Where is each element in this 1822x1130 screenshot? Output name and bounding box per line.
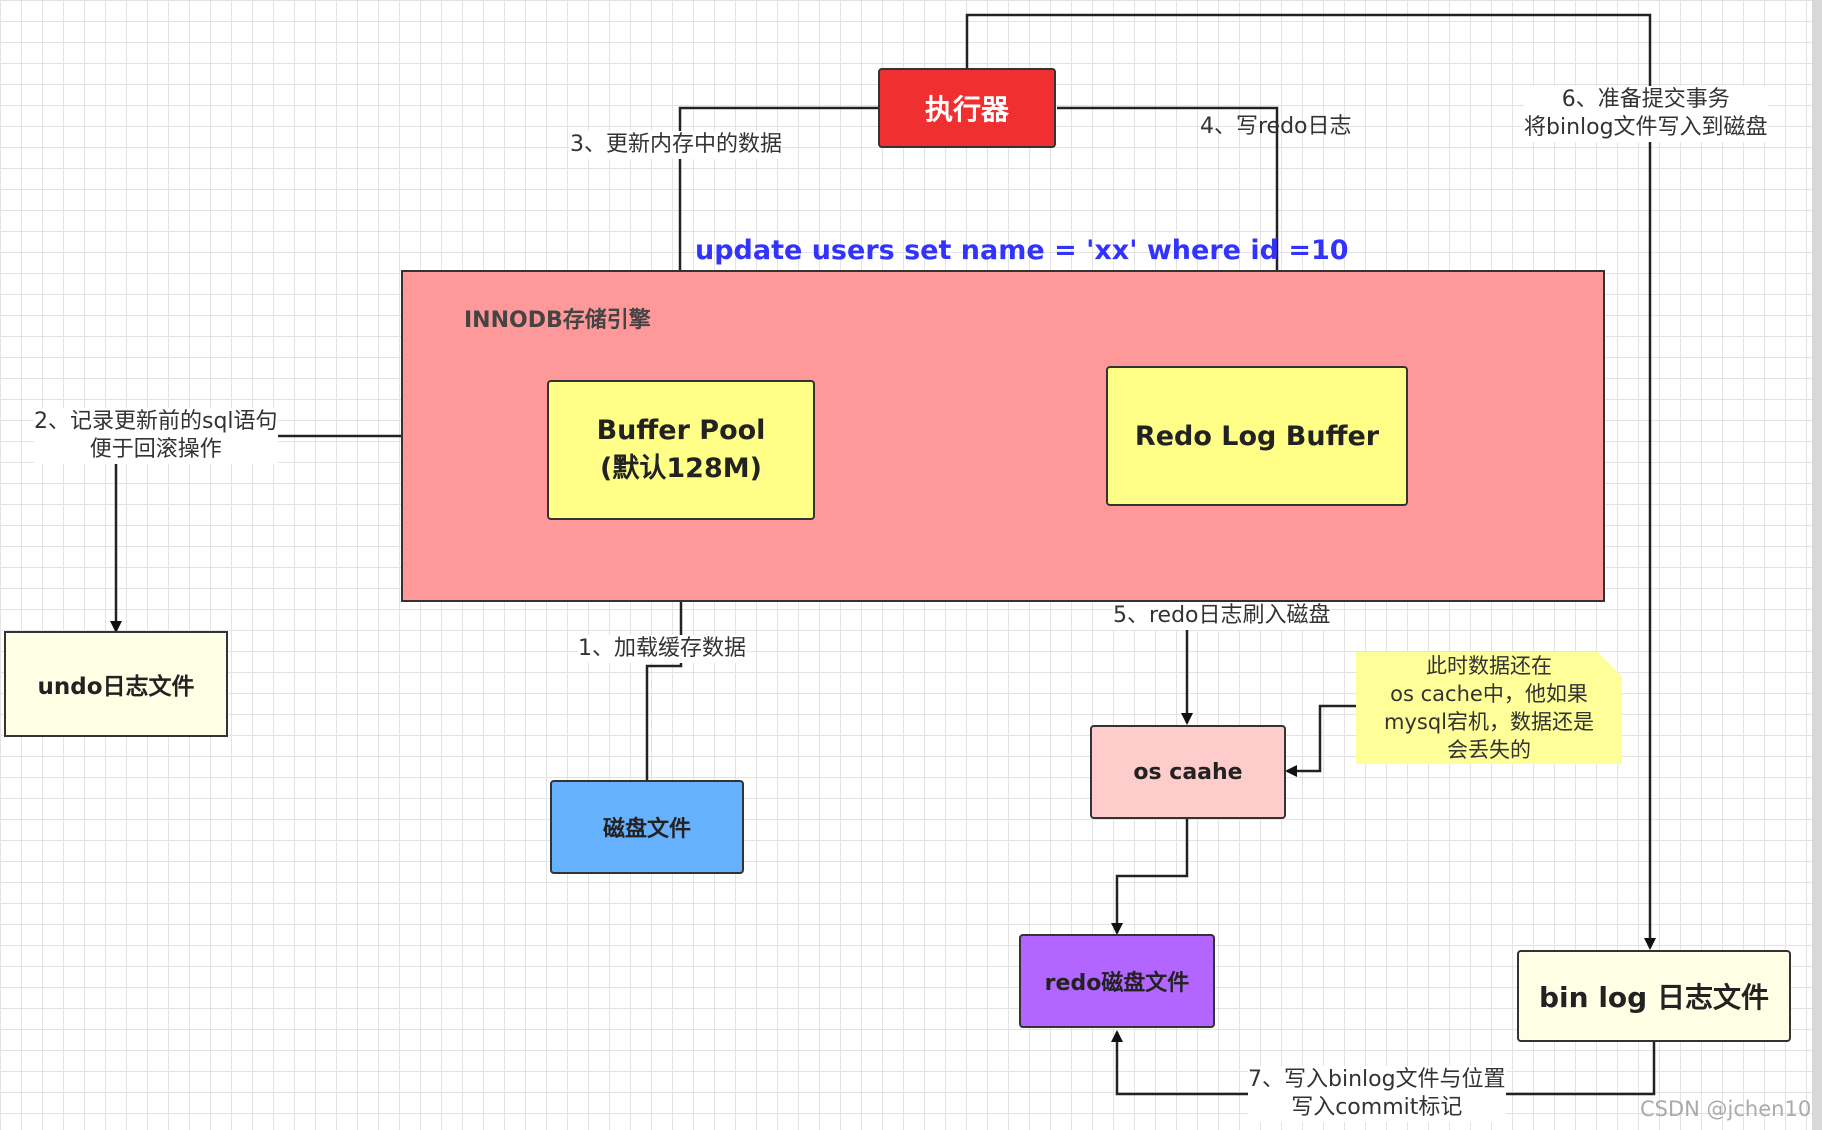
- edge-note: [1285, 704, 1356, 777]
- step3-label: 3、更新内存中的数据: [570, 131, 782, 159]
- note-line-2: os cache中，他如果: [1390, 682, 1588, 706]
- buffer-pool-line1: Buffer Pool: [596, 415, 766, 446]
- binlog-file-label: bin log 日志文件: [1539, 981, 1769, 1014]
- note-line-4: 会丢失的: [1447, 738, 1531, 762]
- binlog-file-node: bin log 日志文件: [1517, 950, 1791, 1042]
- undo-file-label: undo日志文件: [37, 674, 195, 700]
- note-line-3: mysql宕机，数据还是: [1384, 710, 1594, 734]
- step7-line1: 7、写入binlog文件与位置: [1248, 1067, 1506, 1092]
- step2-line1: 2、记录更新前的sql语句: [34, 409, 278, 434]
- undo-file-node: undo日志文件: [4, 631, 228, 737]
- step6-line1: 6、准备提交事务: [1561, 87, 1730, 112]
- step6-label: 6、准备提交事务 将binlog文件写入到磁盘: [1524, 86, 1768, 142]
- edge-oscache-redo: [1111, 819, 1189, 935]
- window-edge: [1812, 0, 1822, 1130]
- os-cache-label: os caahe: [1133, 759, 1243, 785]
- engine-title: INNODB存储引擎: [464, 308, 651, 333]
- edge-step2: [110, 434, 401, 633]
- executor-label: 执行器: [924, 93, 1009, 126]
- note-line-1: 此时数据还在: [1426, 654, 1552, 678]
- step2-line2: 便于回滚操作: [89, 437, 222, 462]
- executor-node: 执行器: [878, 68, 1056, 148]
- redo-disk-file-node: redo磁盘文件: [1019, 934, 1215, 1028]
- step4-label: 4、写redo日志: [1200, 114, 1352, 139]
- edge-step6: [965, 13, 1656, 950]
- disk-file-node: 磁盘文件: [550, 780, 744, 874]
- buffer-pool-line2: (默认128M): [600, 453, 762, 484]
- step2-label: 2、记录更新前的sql语句 便于回滚操作: [34, 408, 278, 464]
- os-cache-node: os caahe: [1090, 725, 1286, 819]
- sql-statement: update users set name = 'xx' where id =1…: [695, 235, 1349, 266]
- step7-line2: 写入commit标记: [1291, 1095, 1463, 1120]
- redo-disk-file-label: redo磁盘文件: [1044, 971, 1190, 996]
- step5-label: 5、redo日志刷入磁盘: [1113, 602, 1331, 630]
- redo-log-buffer-label: Redo Log Buffer: [1134, 420, 1380, 452]
- step6-line2: 将binlog文件写入到磁盘: [1524, 115, 1768, 140]
- step1-label: 1、加载缓存数据: [578, 635, 746, 663]
- disk-file-label: 磁盘文件: [602, 817, 691, 842]
- os-cache-note: 此时数据还在 os cache中，他如果 mysql宕机，数据还是 会丢失的: [1356, 652, 1622, 764]
- redo-log-buffer-node: Redo Log Buffer: [1106, 366, 1408, 506]
- step7-label: 7、写入binlog文件与位置 写入commit标记: [1248, 1066, 1506, 1122]
- buffer-pool-node: Buffer Pool (默认128M): [547, 380, 815, 520]
- watermark: CSDN @jchen10: [1640, 1097, 1812, 1121]
